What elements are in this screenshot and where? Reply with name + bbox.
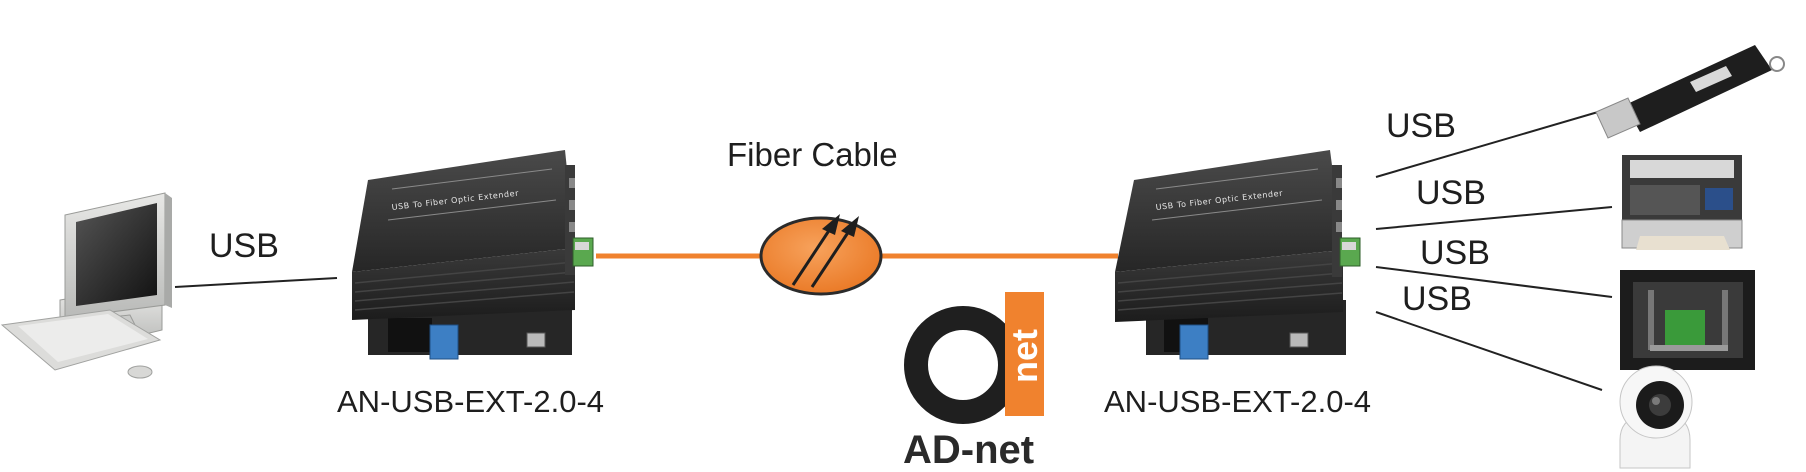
usb-flash-drive-icon (1595, 45, 1785, 139)
fiber-cable-icon (759, 214, 883, 296)
pc-usb-link (174, 277, 338, 288)
pc-usb-label: USB (209, 227, 279, 265)
usb-label-3d-printer: USB (1420, 234, 1490, 272)
3d-printer-icon (1620, 270, 1755, 370)
usb-label-camera: USB (1402, 280, 1472, 318)
ip-camera-icon (1619, 365, 1693, 469)
usb-label-printer: USB (1416, 174, 1486, 212)
usb-label-flash-drive: USB (1386, 107, 1456, 145)
sfp-module-icon (429, 324, 459, 360)
adnet-logo: net (904, 292, 1045, 424)
usb-link-printer (1375, 206, 1613, 230)
sfp-module-icon (1179, 324, 1209, 360)
fiber-cable-label: Fiber Cable (727, 136, 898, 173)
usb-port-icon (526, 332, 546, 348)
left-extender-model: AN-USB-EXT-2.0-4 (337, 384, 604, 419)
printer-icon (1621, 155, 1743, 250)
usb-port-icon (1289, 332, 1309, 348)
right-extender-unit: USB To Fiber Optic Extender (1115, 150, 1361, 360)
computer-icon (0, 192, 172, 379)
usb-link-camera (1375, 311, 1603, 391)
left-extender-unit: USB To Fiber Optic Extender (352, 150, 594, 360)
usb-link-flash-drive (1375, 111, 1599, 178)
adnet-brand-name: AD-net (903, 428, 1034, 472)
right-extender-model: AN-USB-EXT-2.0-4 (1104, 384, 1371, 419)
adnet-logo-text: net (1004, 329, 1045, 383)
usb-link-3d-printer (1375, 266, 1613, 298)
